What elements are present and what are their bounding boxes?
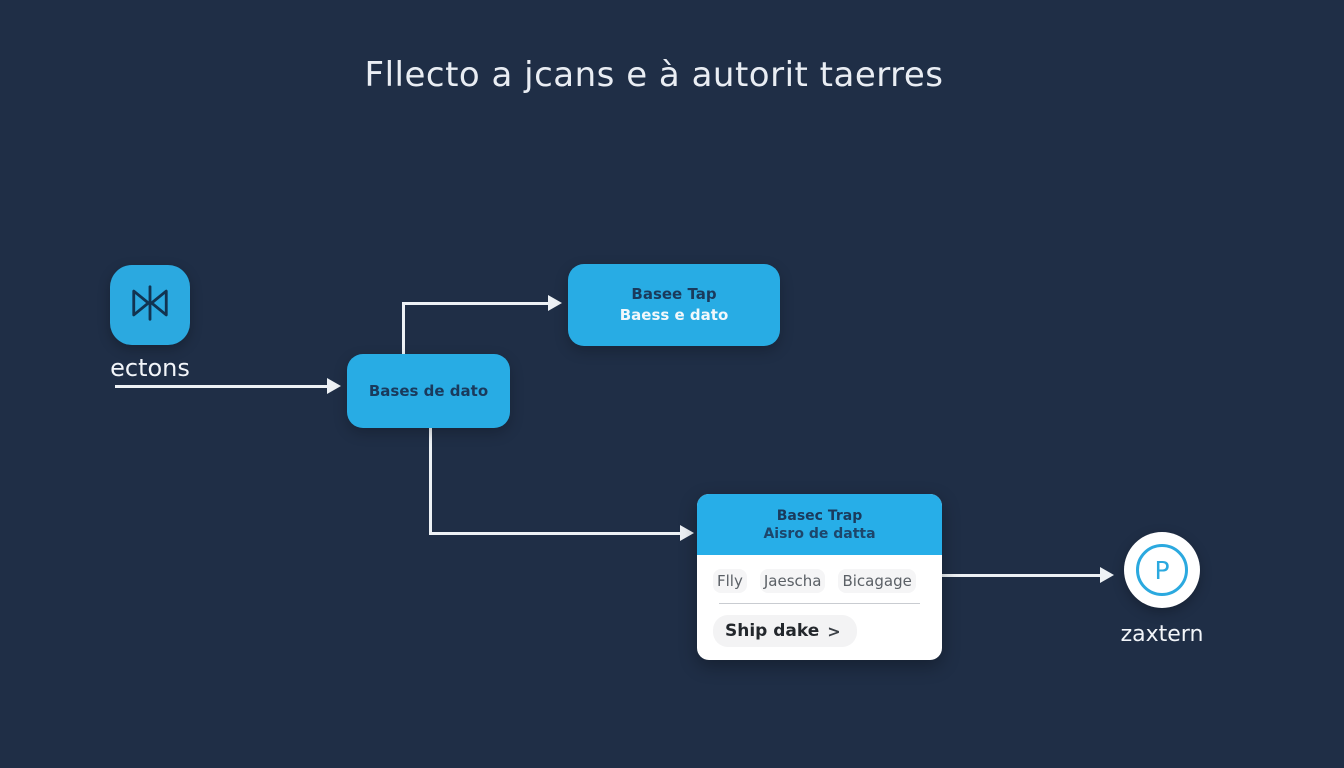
connector-up-to-topbox xyxy=(402,302,550,305)
node-label: Bases de dato xyxy=(368,381,489,400)
card-chip-row: Flly Jaescha Bicagage xyxy=(713,569,926,593)
connector-mid-up xyxy=(402,303,405,354)
connector-card-to-target xyxy=(942,574,1102,577)
connector-source-to-mid xyxy=(115,385,329,388)
chevron-right-icon: > xyxy=(827,621,841,641)
source-label: ectons xyxy=(110,354,190,382)
page-title: Fllecto a jcans e à autorit taerres xyxy=(364,55,944,95)
arrowhead-right-icon xyxy=(327,378,341,394)
p-badge-icon: P xyxy=(1136,544,1188,596)
arrowhead-right-icon xyxy=(1100,567,1114,583)
node-bases-de-dato[interactable]: Bases de dato xyxy=(347,354,510,428)
node-basee-tap[interactable]: Basee Tap Baess e dato xyxy=(568,264,780,346)
source-node[interactable] xyxy=(110,265,190,345)
chip-item: Bicagage xyxy=(838,569,916,593)
ship-dake-button[interactable]: Ship dake > xyxy=(713,615,857,647)
card-header: Basec Trap Aisro de datta xyxy=(697,494,942,555)
chip-item: Flly xyxy=(713,569,747,593)
node-label-line1: Basee Tap xyxy=(631,285,717,303)
target-label: zaxtern xyxy=(1120,622,1204,647)
chip-item: Jaescha xyxy=(759,569,826,593)
connector-mid-down xyxy=(429,428,432,535)
transition-bowtie-icon xyxy=(124,277,176,333)
card-divider xyxy=(719,603,920,604)
detail-card[interactable]: Basec Trap Aisro de datta Flly Jaescha B… xyxy=(697,494,942,660)
p-letter: P xyxy=(1154,555,1170,585)
arrowhead-right-icon xyxy=(548,295,562,311)
ship-dake-label: Ship dake xyxy=(725,621,820,641)
target-node[interactable]: P xyxy=(1124,532,1200,608)
card-subtitle: Aisro de datta xyxy=(763,525,876,542)
connector-down-to-card xyxy=(429,532,682,535)
card-title: Basec Trap xyxy=(776,507,863,524)
arrowhead-right-icon xyxy=(680,525,694,541)
card-body: Flly Jaescha Bicagage Ship dake > xyxy=(697,555,942,647)
node-label-line2: Baess e dato xyxy=(619,306,729,324)
